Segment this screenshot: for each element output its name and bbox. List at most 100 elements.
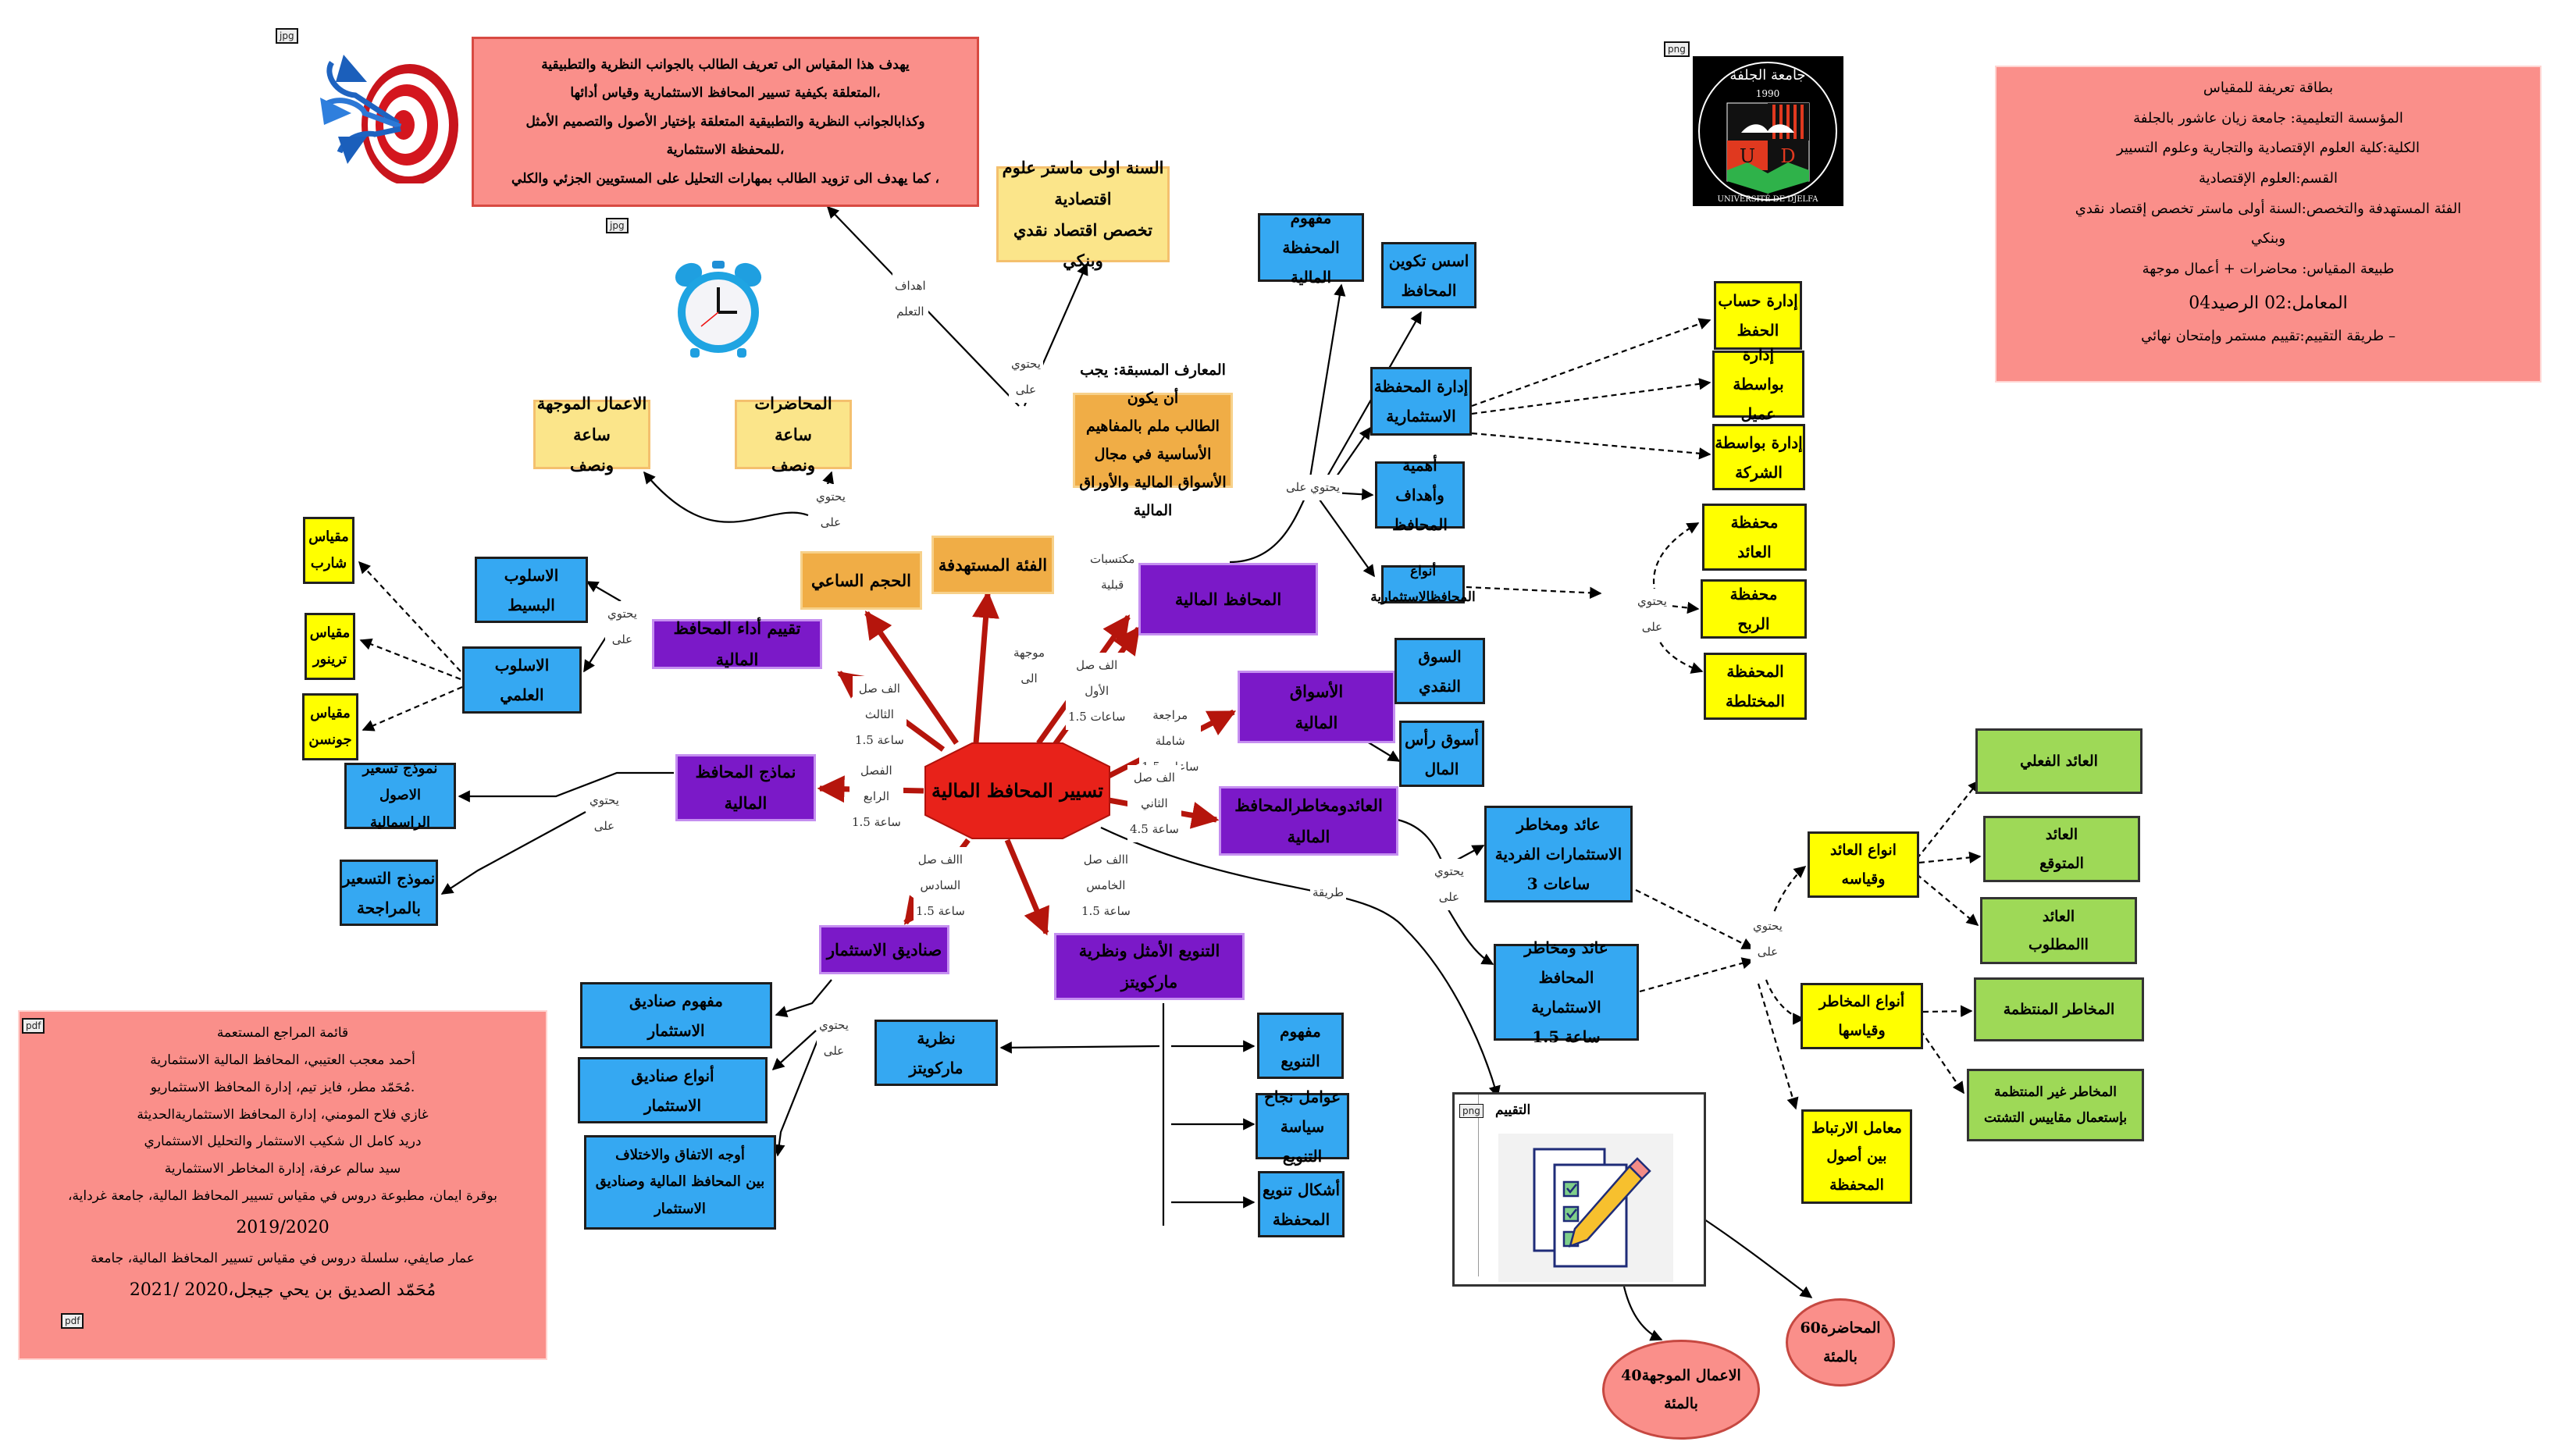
simple-method[interactable]: الاسلوب البسيط [475, 557, 588, 623]
capm-model[interactable]: نموذج تسعير الاصول الراسمالية [344, 760, 456, 831]
lecture-weight-ellipse[interactable]: المحاضرة60 بالمئة [1786, 1298, 1895, 1387]
edge-label-chapter-6: االف صل السادس ساعة 1.5 [914, 847, 967, 924]
scientific-method[interactable]: الاسلوب العلمي [462, 646, 582, 714]
logo-letter-u: U [1740, 145, 1755, 167]
edge-label-directed-to: موجهة الى [1011, 640, 1048, 692]
chapter-investment-funds[interactable]: صناديق الاستثمار [819, 925, 949, 974]
edge-expected-return [1918, 851, 1982, 864]
hourly-volume-box[interactable]: الحجم الساعي [800, 551, 922, 610]
expected-return[interactable]: العائد المتوقع [1983, 816, 2140, 882]
edge-systematic-risk [1922, 1005, 1973, 1017]
funds-types[interactable]: أنواع صناديق الاستثمار [578, 1057, 768, 1123]
chapter-financial-portfolios[interactable]: المحافظ المالية [1138, 563, 1318, 635]
evaluation-title: التقييم [1495, 1102, 1531, 1118]
reference-item: مُحَمّد الصديق بن يحي جيجل،2020 /2021 [129, 1280, 436, 1300]
chapter-return-risk[interactable]: العائدومخاطرالمحافظ المالية [1219, 786, 1398, 856]
jensen-measure[interactable]: مقياس جونسن [302, 693, 358, 760]
edge-label-contains-inline: يحتوي على [1284, 475, 1343, 500]
objective-line: ،للمحفظة الاستثمارية [666, 142, 785, 158]
systematic-risk[interactable]: المخاطر المنتظمة [1974, 977, 2144, 1041]
edge-label-contains: يحتوي على [605, 601, 639, 653]
required-return[interactable]: العائد االمطلوب [1980, 897, 2137, 964]
pdf-file-tag[interactable]: pdf [61, 1313, 84, 1329]
portfolio-concept[interactable]: مفهوم المحفظة المالية [1258, 208, 1364, 287]
edge-label-chapter-2: الف صل الثاني ساعة 4.5 [1127, 765, 1181, 842]
target-group-box[interactable]: الفئة المستهدفة [931, 536, 1054, 594]
income-portfolio[interactable]: محفظة العائد [1702, 504, 1807, 571]
reference-item: بوقرة ايمان، مطبوعة دروس في مقياس تسيير … [68, 1188, 497, 1205]
edge-portfolio-to-types [1639, 957, 1754, 993]
edge-label-contains: يحتوي على [587, 788, 622, 839]
id-card-line: المعامل:02 الرصيد04 [2189, 293, 2348, 313]
lectures-hours-box[interactable]: المحاضرات ساعة ونصف [735, 393, 852, 475]
pdf-file-tag[interactable]: pdf [22, 1018, 45, 1034]
reference-item: .مُحَمّد مطر، فايز تيم، إدارة المحافظ ال… [150, 1079, 415, 1095]
funds-vs-portfolios[interactable]: أوجه الاتفاق والاختلاف بين المحافظ المال… [584, 1135, 776, 1230]
id-card-line: وبنكي [2250, 230, 2286, 247]
university-logo: جامعة الجلفة 1990 U D UNIVERSITÉ DE DJEL… [1693, 56, 1843, 206]
reference-item: سيد سالم عرفة، إدارة المخاطر الاستثمارية [164, 1161, 401, 1177]
td-hours-box[interactable]: الاعمال الموجهة ساعة ونصف [533, 393, 650, 475]
chapter-financial-markets[interactable]: الأسواق المالية [1238, 671, 1395, 743]
edge-individual-to-types [1635, 889, 1754, 949]
jpg-file-tag: jpg [276, 28, 298, 44]
portfolio-types[interactable]: أنواع المحافظالاستثمارية [1370, 564, 1476, 605]
edge-funds-vs-portfolios [773, 1034, 821, 1157]
capital-market[interactable]: أسوق رأس المال [1399, 721, 1484, 787]
edge-sharpe [358, 561, 461, 672]
portfolio-return-risk[interactable]: عائد ومخاطر المحافظ الاستثمارية ساعة 1.5 [1494, 938, 1639, 1046]
td-weight-ellipse[interactable]: الاعمال الموجهة40 بالمئة [1602, 1340, 1760, 1440]
treynor-measure[interactable]: مقياس ترينور [305, 613, 355, 680]
edge-portfolio-concept [1229, 283, 1346, 564]
target-group-detail[interactable]: السنة اولى ماستر علوم اقتصادية تخصص اقتص… [996, 158, 1170, 270]
png-file-tag: png [1664, 41, 1690, 57]
portfolio-management[interactable]: إدارة المحفظة الاستثمارية [1370, 367, 1472, 436]
edge-label-contains: يحتوي على [1635, 589, 1669, 640]
management-custody[interactable]: إدارة حساب الحفظ [1714, 281, 1802, 350]
chapter-diversification[interactable]: التنويع الأمثل ونظرية ماركويتز [1054, 933, 1245, 1000]
edge-funds-types [771, 1030, 817, 1071]
id-card-line: الكلية:كلية العلوم الإقتصادية والتجارية … [2116, 140, 2420, 157]
management-by-client[interactable]: إدارة بواسطة عميل [1712, 345, 1804, 423]
central-topic-shape [924, 742, 1110, 839]
money-market[interactable]: السوق النقدي [1394, 638, 1485, 704]
logo-arabic-name: جامعة الجلفة [1729, 67, 1805, 84]
risk-types[interactable]: أنواع المخاطر وقياسها [1801, 983, 1923, 1049]
portfolio-basis[interactable]: اسس تكوين المحافظ [1381, 242, 1476, 308]
prerequisites-box[interactable]: المعارف المسبقة: يجب أن يكون الطالب ملم … [1073, 361, 1233, 519]
return-types[interactable]: انواع العائد وقياسه [1808, 831, 1919, 898]
edge-label-chapter-3: الف صل الثالث ساعة 1.5 [853, 676, 907, 753]
portfolio-importance[interactable]: أهمية وأهداف المحافظ [1375, 456, 1465, 534]
chapter-performance-evaluation[interactable]: تقييم أداء المحافظ المالية [652, 618, 822, 669]
apt-model[interactable]: نموذج التسعير بالمراجحة [340, 860, 438, 926]
checklist-pencil-icon [1498, 1134, 1673, 1282]
reference-item: 2019/2020 [236, 1217, 329, 1237]
chapter-portfolio-models[interactable]: نماذج المحافظ المالية [675, 754, 816, 821]
diversification-success-factors[interactable]: عوامل نجاح سياسة التنويع [1256, 1088, 1349, 1166]
individual-return-risk[interactable]: عائد ومخاطر الاستثمارات الفردية ساعات 3 [1484, 806, 1633, 902]
edge-jensen [362, 685, 463, 732]
edge-actual-return [1916, 779, 1980, 860]
correlation-coefficient[interactable]: معامل الارتباط بين أصول المحفظة [1801, 1109, 1912, 1204]
edge-simple-method [586, 581, 622, 602]
central-topic[interactable]: تسيير المحافظ المالية [931, 779, 1104, 803]
evaluation-panel[interactable]: png التقييم [1452, 1092, 1706, 1287]
diversification-forms[interactable]: أشكال تنويع المحفظة [1258, 1171, 1345, 1237]
sharpe-measure[interactable]: مقياس شارب [303, 517, 354, 584]
edge-treynor [359, 638, 461, 681]
unsystematic-risk[interactable]: المخاطر غير المنتظمة بإستعمال مقاييس الت… [1967, 1069, 2144, 1141]
edge-risk-types [1765, 979, 1805, 1025]
edge-label-learning-goals: اهداف التعلم [892, 273, 928, 325]
id-card-line: المؤسسة التعليمية: جامعة زيان عاشور بالج… [2133, 109, 2403, 126]
edge-apt [440, 811, 586, 895]
jpg-file-tag: jpg [606, 218, 629, 233]
learning-objectives-box: يهدف هذا المقياس الى تعريف الطالب بالجوا… [472, 37, 979, 207]
funds-concept[interactable]: مفهوم صناديق الاستثمار [580, 982, 772, 1048]
management-by-company[interactable]: إدارة بواسطة الشركة [1712, 424, 1805, 490]
profit-portfolio[interactable]: محفظة الربح [1701, 579, 1807, 639]
diversification-concept[interactable]: مفهوم التنويع [1257, 1013, 1344, 1079]
id-card-line: الفئة المستهدفة والتخصص:السنة أولى ماستر… [2075, 200, 2462, 217]
mixed-portfolio[interactable]: المحفظة المختلطة [1704, 653, 1807, 720]
actual-return[interactable]: العائد الفعلي [1975, 728, 2142, 794]
markowitz-theory[interactable]: نظرية ماركويتز [874, 1020, 998, 1086]
